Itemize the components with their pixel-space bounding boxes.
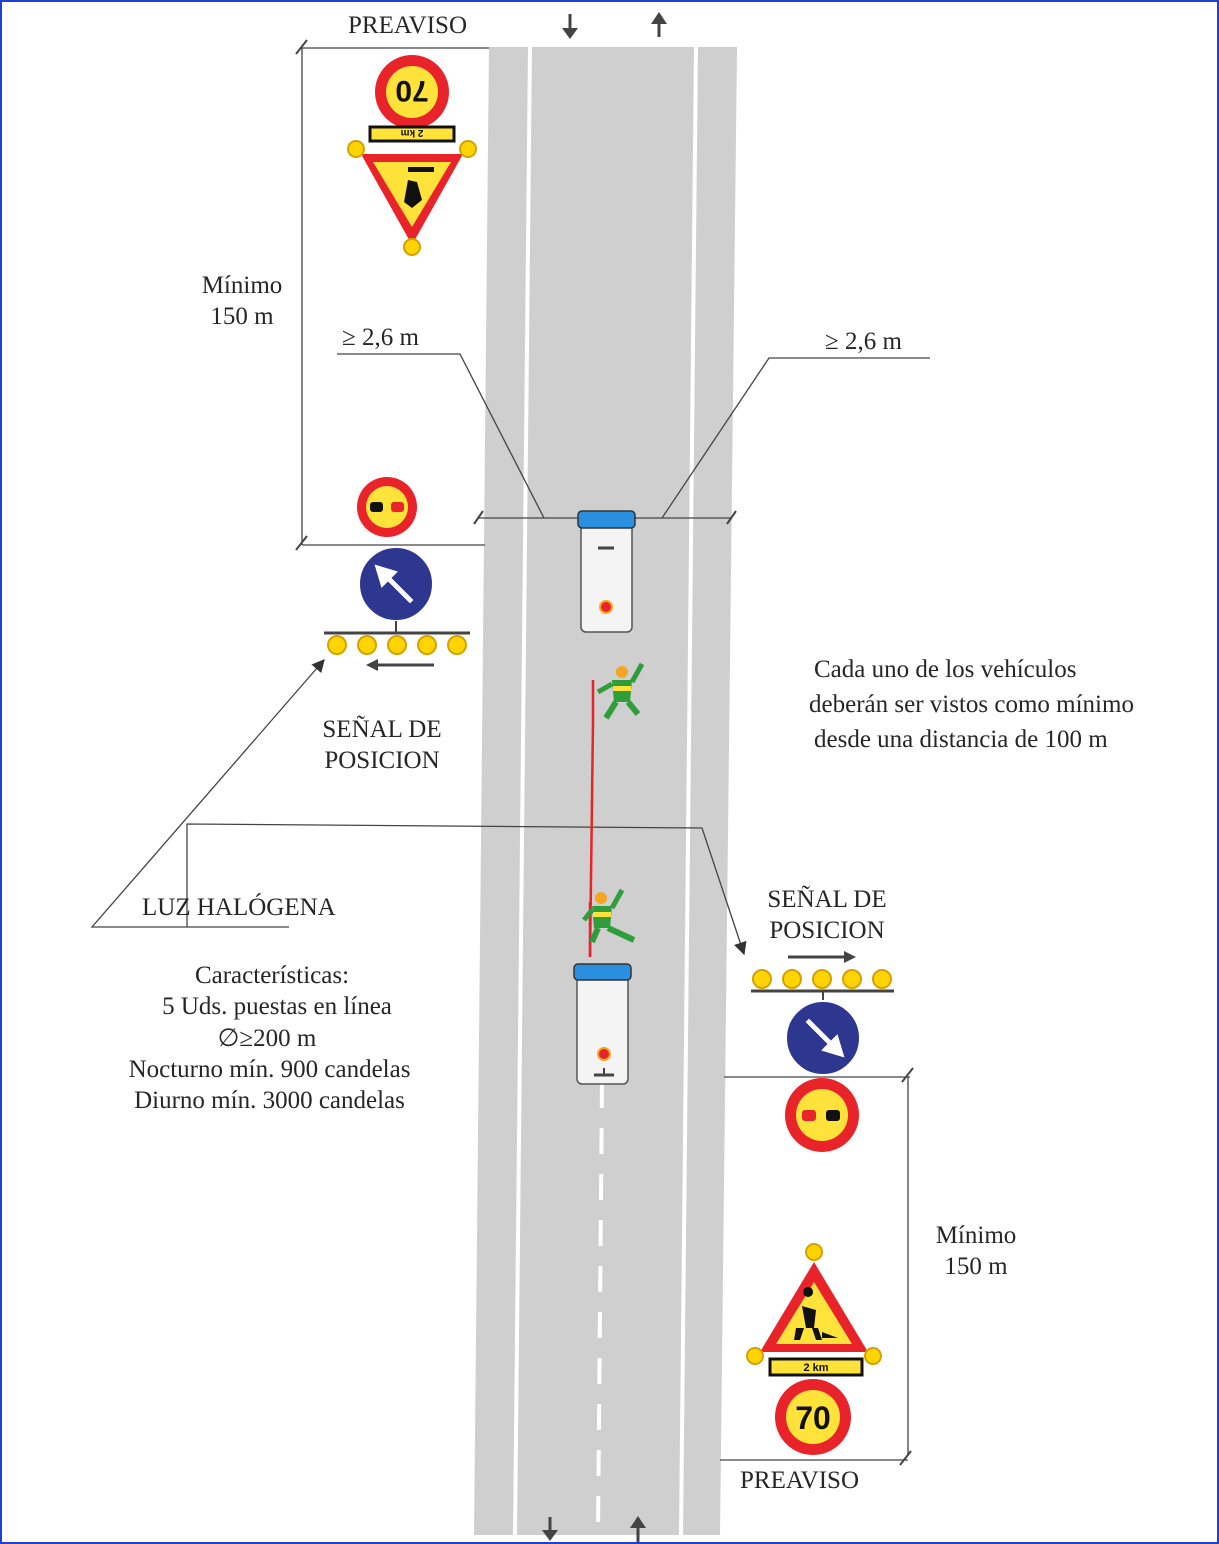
flagger-worker-bottom bbox=[582, 888, 636, 957]
right-edge-line bbox=[679, 46, 698, 1536]
roadworks-warning-sign-bottom bbox=[746, 1243, 882, 1365]
minimum-value-line: 150 m bbox=[944, 1253, 1008, 1281]
position-sign-right-label: SEÑAL DE POSICION bbox=[747, 884, 907, 947]
note-line: Cada uno de los vehículos bbox=[814, 656, 1077, 683]
characteristics-title: Características: bbox=[194, 962, 350, 989]
minimum-label-line: Mínimo bbox=[201, 272, 283, 299]
road bbox=[474, 46, 737, 1536]
distance-plate-value: 2 km bbox=[803, 1362, 828, 1374]
minimum-value-line: 150 m bbox=[210, 303, 274, 331]
leader-lines bbox=[90, 659, 747, 956]
roadworks-warning-sign-top bbox=[347, 140, 477, 256]
minimum-distance-left-label: Mínimo 150 m bbox=[192, 270, 292, 333]
position-sign-line: SEÑAL DE bbox=[767, 886, 887, 913]
distance-plate-top: 2 km bbox=[368, 125, 456, 143]
center-dashed-line bbox=[596, 1081, 604, 1536]
note-line: desde una distancia de 100 m bbox=[814, 726, 1108, 753]
bottom-advance-sign-group: 2 km 70 bbox=[746, 1243, 882, 1455]
top-advance-sign-group: 70 2 km bbox=[347, 55, 477, 256]
speed-limit-value: 70 bbox=[795, 1400, 831, 1436]
preaviso-bottom-label: PREAVISO bbox=[740, 1467, 860, 1494]
characteristics-block: Características: 5 Uds. puestas en línea… bbox=[102, 960, 482, 1116]
note-line: deberán ser vistos como mínimo bbox=[809, 691, 1134, 718]
keep-left-sign bbox=[358, 546, 434, 632]
characteristics-line: Diurno mín. 3000 candelas bbox=[134, 1087, 405, 1114]
speed-limit-sign-bottom: 70 bbox=[775, 1379, 851, 1455]
position-sign-line: POSICION bbox=[769, 917, 885, 945]
distance-plate-value: 2 km bbox=[400, 127, 423, 138]
left-position-sign-group bbox=[324, 477, 470, 671]
clearance-left-label: ≥ 2,6 m bbox=[342, 324, 419, 351]
no-overtaking-sign-right bbox=[785, 1078, 859, 1152]
keep-right-sign bbox=[785, 1000, 861, 1076]
direction-arrows-top bbox=[562, 12, 667, 39]
position-sign-left-label: SEÑAL DE POSICION bbox=[302, 714, 462, 777]
speed-limit-value: 70 bbox=[395, 74, 428, 107]
preaviso-top-label: PREAVISO bbox=[348, 12, 468, 39]
clearance-right-label: ≥ 2,6 m bbox=[825, 328, 902, 355]
halogen-light-label: LUZ HALÓGENA bbox=[142, 894, 336, 921]
flagger-worker-top bbox=[591, 662, 645, 722]
work-vehicle-top bbox=[577, 510, 636, 633]
right-position-sign-group bbox=[751, 951, 894, 1152]
minimum-distance-right-label: Mínimo 150 m bbox=[926, 1220, 1026, 1283]
position-sign-line: POSICION bbox=[324, 747, 440, 775]
dimension-right bbox=[720, 1067, 914, 1466]
left-edge-line bbox=[513, 46, 532, 1536]
characteristics-line: ∅≥200 m bbox=[217, 1024, 317, 1052]
characteristics-line: 5 Uds. puestas en línea bbox=[162, 993, 392, 1021]
characteristics-line: Nocturno mín. 900 candelas bbox=[128, 1055, 411, 1083]
halogen-light-bar-right bbox=[751, 951, 894, 1002]
speed-limit-sign-top: 70 bbox=[375, 55, 449, 129]
direction-arrows-bottom bbox=[542, 1516, 646, 1542]
minimum-label-line: Mínimo bbox=[935, 1222, 1017, 1249]
no-overtaking-sign-left bbox=[357, 477, 417, 537]
distance-plate-bottom: 2 km bbox=[768, 1357, 864, 1377]
worker-pictogram bbox=[404, 167, 434, 208]
halogen-light-bar-left bbox=[324, 631, 470, 671]
visibility-note: Cada uno de los vehículos deberán ser vi… bbox=[809, 652, 1134, 757]
work-vehicle-bottom bbox=[573, 963, 632, 1085]
position-sign-line: SEÑAL DE bbox=[322, 716, 442, 743]
worker-pictogram bbox=[794, 1287, 838, 1340]
